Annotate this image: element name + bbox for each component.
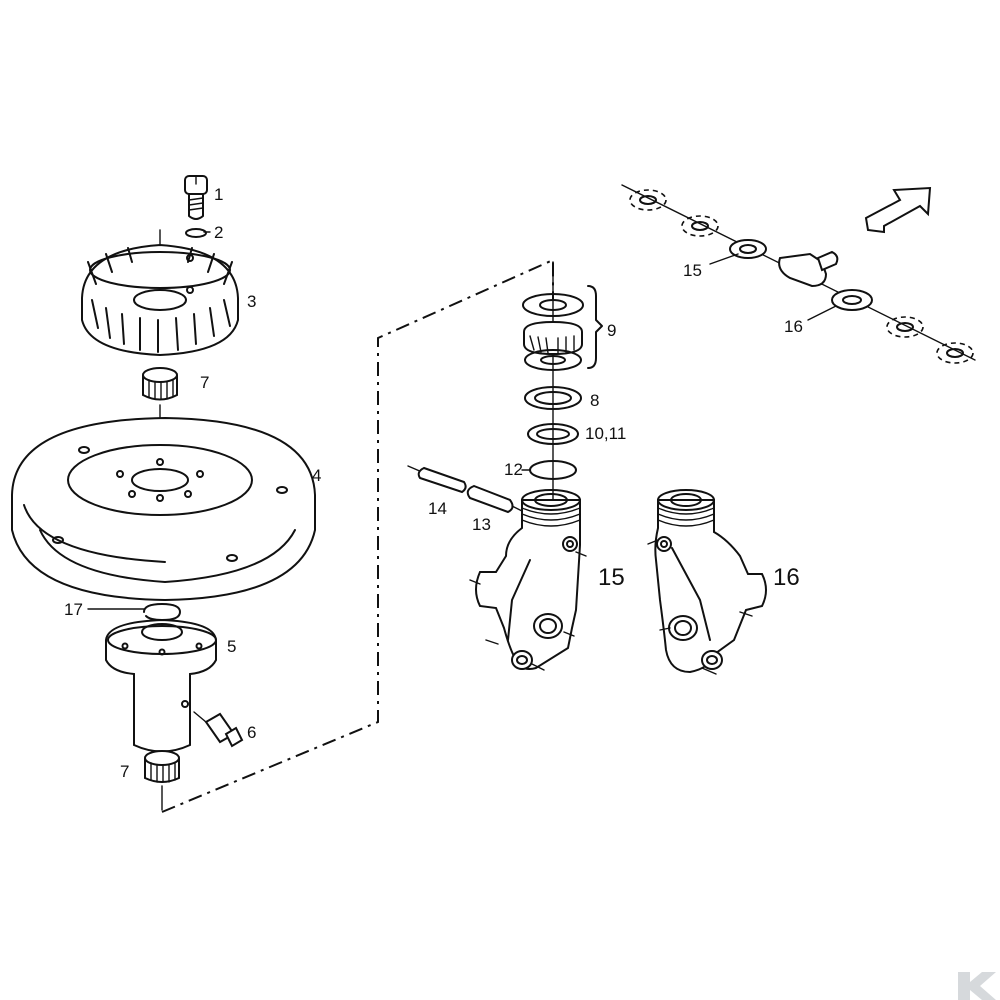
pin-part-13 [466, 484, 525, 514]
label-part-7-lower: 7 [120, 762, 129, 781]
pin-part-14 [407, 465, 467, 494]
inset-assembly-view [621, 184, 976, 364]
label-part-4: 4 [312, 466, 321, 485]
k-logo-watermark [958, 972, 996, 1000]
label-part-2: 2 [214, 223, 223, 242]
label-part-7-upper: 7 [200, 373, 209, 392]
label-inset-part-15: 15 [683, 261, 702, 280]
label-part-3: 3 [247, 292, 256, 311]
label-part-14: 14 [428, 499, 447, 518]
label-part-5: 5 [227, 637, 236, 656]
label-part-1: 1 [214, 185, 223, 204]
direction-arrow-icon [864, 186, 932, 234]
label-part-10-11: 10,11 [585, 424, 626, 443]
label-part-12: 12 [504, 460, 523, 479]
label-part-9: 9 [607, 321, 616, 340]
label-part-6: 6 [247, 723, 256, 742]
disc-part-4 [11, 416, 316, 602]
hub-part-5 [105, 618, 217, 753]
shim-part-10-11 [527, 423, 579, 445]
bearing-set-part-9 [522, 285, 603, 371]
label-part-13: 13 [472, 515, 491, 534]
label-part-15: 15 [598, 564, 625, 591]
bevel-gear-part-3 [81, 243, 239, 357]
washer-part-8 [524, 386, 582, 410]
steering-knuckle-part-15 [469, 489, 587, 671]
circlip-part-17 [143, 603, 181, 621]
label-part-16: 16 [773, 564, 800, 591]
label-part-8: 8 [590, 391, 599, 410]
steering-knuckle-part-16 [647, 489, 767, 675]
washer-part-2 [185, 228, 207, 238]
needle-bearing-part-7-upper [142, 367, 178, 401]
label-inset-part-16: 16 [784, 317, 803, 336]
grease-nipple-part-6 [193, 711, 244, 748]
needle-bearing-part-7-lower [144, 750, 180, 783]
screw-part-1 [184, 175, 208, 220]
label-part-17: 17 [64, 600, 83, 619]
